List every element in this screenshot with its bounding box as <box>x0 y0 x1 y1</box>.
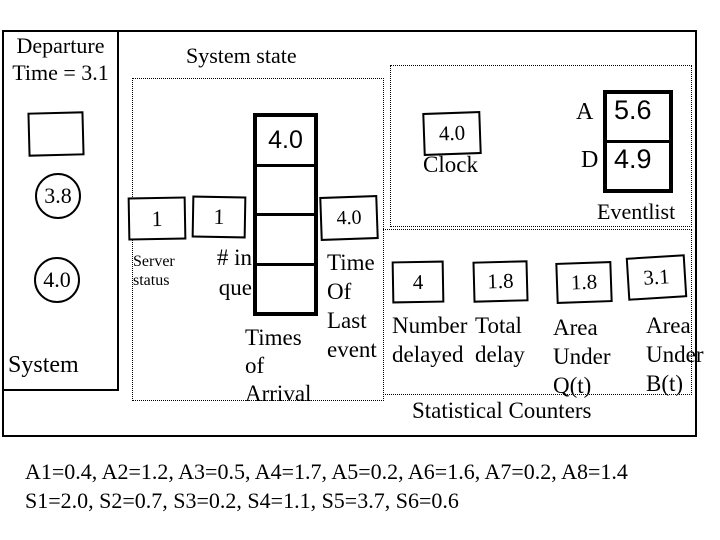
area-under-qt-line3: Q(t) <box>553 373 592 398</box>
number-delayed-line2: delayed <box>392 342 464 367</box>
times-of-arrival-line2: of <box>245 353 265 378</box>
clock-label: Clock <box>423 152 478 177</box>
arrival-times-stack: 4.0 <box>253 113 318 316</box>
area-under-qt-label: Area Under Q(t) <box>553 313 610 400</box>
eventlist-value-departure: 4.9 <box>614 144 652 174</box>
departure-time-line1: Departure <box>16 33 105 58</box>
area-under-bt-line2: Under <box>646 342 704 367</box>
total-delay-line1: Total <box>475 313 522 338</box>
clock-box: 4.0 <box>422 111 482 156</box>
area-under-qt-line2: Under <box>553 344 611 369</box>
area-under-bt-box: 3.1 <box>625 254 688 301</box>
num-in-queue-label-line1: # in <box>216 245 252 270</box>
statistical-counters-title: Statistical Counters <box>412 398 592 423</box>
time-of-last-event-line4: event <box>327 337 377 362</box>
customer-circle-2: 4.0 <box>34 257 80 303</box>
number-delayed-value: 4 <box>412 269 424 294</box>
arrival-times-list: A1=0.4, A2=1.2, A3=0.5, A4=1.7, A5=0.2, … <box>25 459 628 484</box>
time-of-last-event-value: 4.0 <box>336 206 362 229</box>
times-of-arrival-label: Times of Arrival <box>245 324 311 408</box>
num-in-queue-box: 1 <box>191 195 247 239</box>
arrival-times-cell-1: 4.0 <box>257 117 314 167</box>
server-status-label-line1: Server <box>133 253 175 270</box>
area-under-qt-value: 1.8 <box>570 269 598 295</box>
arrival-times-cell-2 <box>257 167 314 216</box>
area-under-bt-line3: B(t) <box>646 371 684 396</box>
total-delay-value: 1.8 <box>487 268 514 294</box>
times-of-arrival-line3: Arrival <box>245 381 312 406</box>
time-of-last-event-line3: Last <box>327 308 367 333</box>
eventlist-label: Eventlist <box>597 199 676 224</box>
eventlist-value-arrival: 5.6 <box>607 94 669 143</box>
time-of-last-event-box: 4.0 <box>319 195 379 241</box>
time-of-last-event-line2: Of <box>327 279 352 304</box>
eventlist-table: 5.6 4.9 <box>603 90 673 193</box>
num-in-queue-value: 1 <box>213 203 225 230</box>
arrival-times-cell-3 <box>257 216 314 266</box>
server-status-box: 1 <box>127 196 187 241</box>
server-status-value: 1 <box>151 205 163 231</box>
system-label: System <box>8 352 79 378</box>
server-status-label-line2: status <box>133 272 170 289</box>
number-delayed-box: 4 <box>391 260 445 304</box>
server-status-label: Server status <box>133 252 175 290</box>
clock-value: 4.0 <box>438 120 466 146</box>
statistical-counters-box <box>383 229 692 395</box>
time-of-last-event-line1: Time <box>327 250 375 275</box>
num-in-queue-label: # in que <box>200 243 252 303</box>
eventlist-key-departure: D <box>581 147 599 173</box>
area-under-bt-line1: Area <box>646 313 691 338</box>
arrival-times-cell-4 <box>257 266 314 313</box>
eventlist-key-arrival: A <box>576 99 594 125</box>
number-delayed-label: Number delayed <box>392 311 467 369</box>
departure-time-label: Departure Time = 3.1 <box>4 32 117 86</box>
total-delay-box: 1.8 <box>472 260 529 303</box>
time-of-last-event-label: Time Of Last event <box>327 248 377 364</box>
times-of-arrival-line1: Times <box>245 325 302 350</box>
departure-time-line2: Time = 3.1 <box>12 60 109 85</box>
area-under-qt-box: 1.8 <box>555 261 613 304</box>
total-delay-line2: delay <box>475 342 525 367</box>
customer-circle-1: 3.8 <box>35 173 81 219</box>
service-times-list: S1=2.0, S2=0.7, S3=0.2, S4=1.1, S5=3.7, … <box>25 488 459 513</box>
customer-circle-2-value: 4.0 <box>43 267 71 292</box>
number-delayed-line1: Number <box>392 313 468 338</box>
num-in-queue-label-line2: que <box>218 275 252 300</box>
area-under-bt-label: Area Under B(t) <box>646 311 703 398</box>
clock-eventlist-box <box>390 65 692 227</box>
area-under-bt-value: 3.1 <box>642 264 671 290</box>
area-under-qt-line1: Area <box>553 315 598 340</box>
system-panel <box>2 30 119 391</box>
customer-circle-1-value: 3.8 <box>44 183 72 208</box>
customer-in-service-box <box>27 111 85 157</box>
total-delay-label: Total delay <box>475 311 525 369</box>
system-state-title: System state <box>186 43 297 68</box>
